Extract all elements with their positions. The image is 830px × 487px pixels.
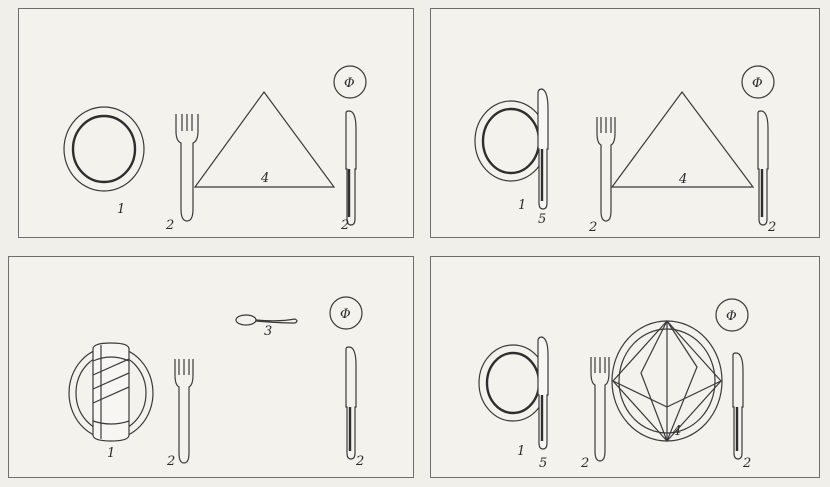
panel-3-drawing: 1 2 3 2 Φ [9, 257, 415, 479]
plate-knife-icon [538, 89, 548, 209]
panel-1: 1 2 4 2 Φ [18, 8, 414, 238]
bread-plate-label: Φ [340, 307, 351, 322]
panel-4: 1 5 2 4 2 Φ [430, 256, 820, 478]
rolled-napkin [93, 343, 129, 441]
panel-2-drawing: 1 5 2 4 2 Φ [431, 9, 821, 239]
fork-label: 2 [165, 218, 174, 233]
dinner-plate [475, 101, 547, 181]
knife-icon [758, 111, 768, 225]
dinner-plate [479, 345, 547, 421]
dinner-plate [64, 107, 144, 191]
knife-label: 2 [355, 454, 364, 469]
bread-plate-label: Φ [726, 309, 737, 324]
fork-icon [175, 359, 193, 463]
fork-label: 2 [580, 456, 589, 471]
napkin-label: 4 [678, 172, 687, 187]
napkin-label: 4 [260, 171, 269, 186]
plate-label: 1 [107, 446, 115, 461]
knife-icon [346, 347, 356, 459]
panel-1-drawing: 1 2 4 2 Φ [19, 9, 415, 239]
panel-2: 1 5 2 4 2 Φ [430, 8, 820, 238]
fork-label: 2 [588, 220, 597, 235]
plate-knife-label: 5 [538, 212, 546, 227]
plate-knife-label: 5 [539, 456, 547, 471]
napkin-label: 4 [672, 424, 681, 439]
knife-icon [733, 353, 743, 459]
fork-icon [597, 117, 615, 221]
plate-label: 1 [518, 198, 526, 213]
panel-3: 1 2 3 2 Φ [8, 256, 414, 478]
knife-icon [346, 111, 356, 225]
plate-label: 1 [517, 444, 525, 459]
fork-icon [591, 357, 609, 461]
knife-label: 2 [742, 456, 751, 471]
fork-label: 2 [166, 454, 175, 469]
knife-label: 2 [767, 220, 776, 235]
panel-4-drawing: 1 5 2 4 2 Φ [431, 257, 821, 479]
bread-plate-label: Φ [344, 76, 355, 91]
knife-label: 2 [340, 218, 349, 233]
fork-icon [176, 114, 198, 221]
plate-label: 1 [117, 202, 125, 217]
plate-knife-icon [538, 337, 548, 449]
folded-napkin-on-plate [612, 321, 722, 441]
bread-plate-label: Φ [752, 76, 763, 91]
spoon-label: 3 [264, 324, 272, 339]
